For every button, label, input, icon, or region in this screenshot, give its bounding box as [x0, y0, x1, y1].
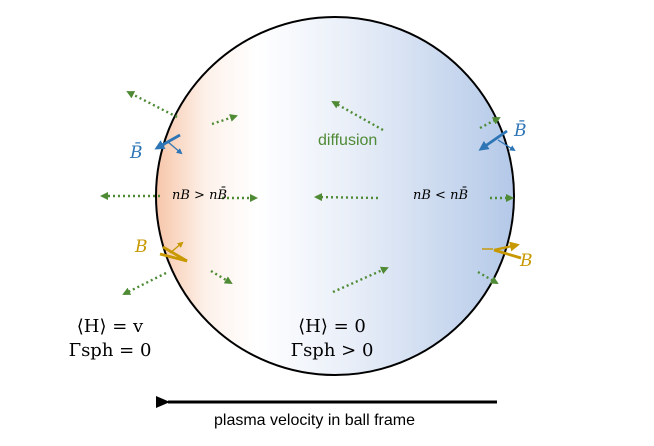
baryon-label-left: B — [135, 237, 148, 257]
outside-higgs-label: ⟨H⟩ = v — [76, 316, 144, 337]
inside-higgs-label: ⟨H⟩ = 0 — [298, 316, 366, 337]
outside-sphaleron-label: Γsph = 0 — [68, 340, 152, 361]
inside-sphaleron-label: Γsph > 0 — [290, 340, 374, 361]
bubble — [155, 16, 515, 376]
diffusion-label: diffusion — [318, 132, 378, 149]
arrow-out-top-left — [126, 90, 178, 119]
antibaryon-reflection-right — [478, 129, 516, 152]
arrow-out-low-left — [122, 271, 167, 296]
baryon-label-right: B — [520, 251, 533, 271]
baryon-reflection-right — [482, 241, 522, 260]
arrow-in-top-left — [211, 114, 238, 126]
arrow-in-low-left — [210, 269, 233, 285]
arrow-top-right — [479, 116, 501, 130]
density-label-right: nB < nB̄ — [413, 188, 469, 203]
antibaryon-label-right: B̄ — [514, 121, 527, 141]
antibaryon-reflection-left — [154, 133, 183, 155]
density-label-left: nB > nB̄ — [172, 188, 228, 203]
arrow-center — [314, 193, 379, 202]
diffusion-arrows — [100, 90, 514, 296]
baryon-reflection-left — [159, 241, 188, 263]
antibaryon-label-left: B̄ — [130, 143, 143, 163]
velocity-caption: plasma velocity in ball frame — [214, 412, 415, 429]
arrow-low-right — [477, 270, 499, 285]
